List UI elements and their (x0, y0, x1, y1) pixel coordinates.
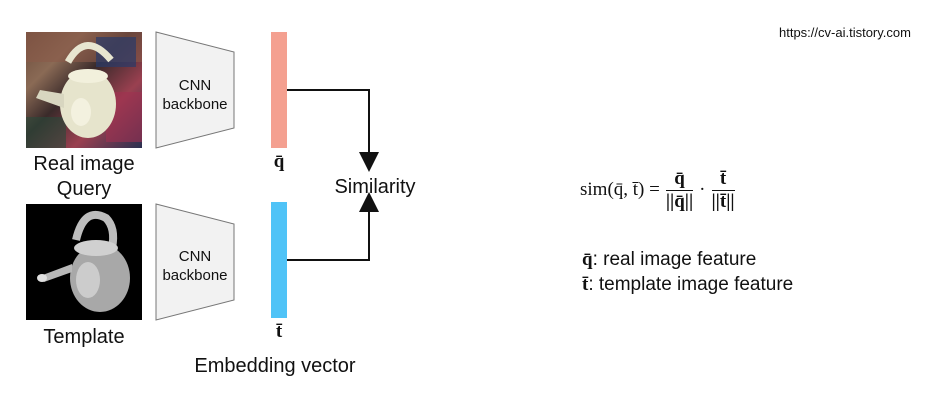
query-vector-symbol: q̄ (273, 151, 285, 172)
formula-frac2-den: ||t̄|| (711, 190, 735, 212)
query-cnn-label-line2: backbone (162, 96, 228, 113)
similarity-label: Similarity (334, 176, 416, 198)
legend-q-symbol: q̄ (582, 249, 593, 270)
template-cnn-label-line2: backbone (162, 267, 228, 284)
legend-t: t̄: template image feature (582, 274, 793, 296)
query-embedding-vector (271, 32, 287, 148)
query-caption-line2: Query (56, 178, 112, 200)
template-to-similarity-arrow (287, 192, 379, 261)
legend-q: q̄: real image feature (582, 249, 756, 271)
watering-can-photo-icon (26, 32, 142, 148)
legend-t-text: : template image feature (588, 274, 794, 295)
watering-can-render-icon (37, 210, 130, 312)
template-image (26, 204, 142, 320)
template-embedding-vector (271, 202, 287, 318)
formula-lhs: sim(q̄, t̄) = (580, 179, 660, 200)
template-cnn-label-line1: CNN (178, 248, 212, 265)
query-image (26, 32, 142, 148)
embedding-vector-label: Embedding vector (194, 355, 356, 377)
legend-t-symbol: t̄ (582, 274, 589, 295)
template-cnn-trapezoid (155, 203, 235, 321)
query-cnn-label-line1: CNN (178, 77, 212, 94)
formula-frac1-num: q̄ (674, 167, 685, 189)
query-caption-line1: Real image (33, 153, 135, 175)
similarity-formula: sim(q̄, t̄) = q̄ ||q̄|| · t̄ ||t̄|| (580, 160, 741, 220)
formula-dot: · (699, 179, 706, 200)
query-cnn-trapezoid (155, 31, 235, 149)
watermark: https://cv-ai.tistory.com (779, 25, 911, 40)
formula-frac1-den: ||q̄|| (665, 190, 694, 212)
template-caption: Template (43, 326, 125, 348)
legend-q-text: : real image feature (592, 249, 757, 270)
formula-frac2-num: t̄ (719, 167, 727, 189)
template-vector-symbol: t̄ (275, 321, 283, 342)
query-to-similarity-arrow (287, 89, 379, 172)
